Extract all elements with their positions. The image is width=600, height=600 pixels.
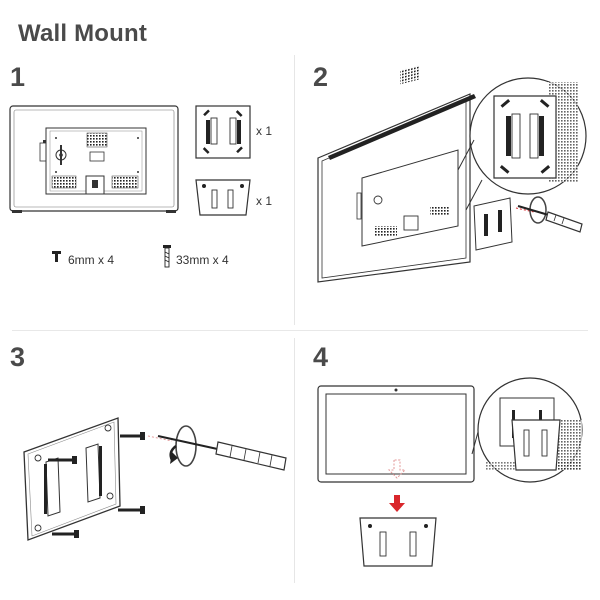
panel-divider-top xyxy=(294,55,295,325)
mount-bracket-b xyxy=(195,179,251,216)
down-arrow-icon xyxy=(387,459,407,479)
magnified-view-circle xyxy=(471,377,583,483)
screwdriver-icon xyxy=(517,196,583,233)
panel-divider-bottom xyxy=(294,338,295,583)
down-arrow-icon xyxy=(389,495,405,512)
bracket-attach-detail xyxy=(473,197,535,251)
screw-guide-line xyxy=(147,435,173,442)
step-number-3: 3 xyxy=(10,342,26,372)
rotate-arrow-icon xyxy=(169,425,197,467)
screw-icon xyxy=(163,245,171,268)
step-number-2: 2 xyxy=(313,62,329,92)
screw-small-label: 6mm x 4 xyxy=(68,253,115,267)
bracket-plate-large xyxy=(23,417,121,541)
mount-bracket-a xyxy=(195,105,251,159)
screw-icon xyxy=(118,506,145,514)
step-number-1: 1 xyxy=(10,62,26,92)
screw-icon xyxy=(48,456,77,464)
magnified-view-circle xyxy=(457,77,587,211)
screw-icon xyxy=(120,432,145,440)
tv-front-view xyxy=(317,385,475,483)
screw-icon xyxy=(52,530,79,538)
tv-back-view xyxy=(9,105,179,213)
screw-long-label: 33mm x 4 xyxy=(176,253,229,267)
screw-icon xyxy=(52,251,61,262)
screwdriver-icon xyxy=(157,435,287,471)
bracket-a-quantity: x 1 xyxy=(256,124,273,138)
step-number-4: 4 xyxy=(313,342,329,372)
tv-angled-view xyxy=(317,65,476,283)
page-title: Wall Mount xyxy=(18,20,148,47)
wall-bracket xyxy=(359,517,437,567)
bracket-b-quantity: x 1 xyxy=(256,194,273,208)
panel-divider-horizontal xyxy=(12,330,588,331)
